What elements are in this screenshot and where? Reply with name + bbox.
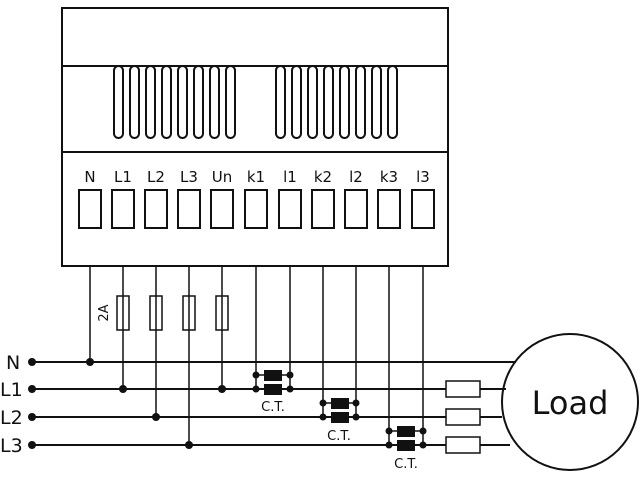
ct1-l-bottom-dot (286, 385, 294, 393)
ct2-core-bottom (331, 412, 349, 423)
vent-slot (323, 65, 334, 139)
load-label: Load (532, 384, 609, 422)
l1-junction-dot (119, 385, 127, 393)
ct3-l-bottom-dot (419, 441, 427, 449)
load-circle (501, 333, 639, 471)
vent-slot (161, 65, 172, 139)
vent-slot (209, 65, 220, 139)
ct3-label: C.T. (394, 457, 418, 472)
vent-slot (275, 65, 286, 139)
vent-slot (225, 65, 236, 139)
terminal-screw-box (278, 189, 302, 229)
l2-junction-dot (152, 413, 160, 421)
ct2-label: C.T. (327, 429, 351, 444)
line-n-terminal-dot (28, 358, 36, 366)
terminal-label-un: Un (212, 168, 233, 186)
line-label-l1: L1 (0, 379, 23, 401)
vent-slot (339, 65, 350, 139)
terminal-label-l2-current: l2 (349, 168, 363, 186)
terminal-label-n: N (84, 168, 95, 186)
ct2-core-top (331, 398, 349, 409)
vent-slot (129, 65, 140, 139)
vent-slot (193, 65, 204, 139)
ct2-k-bottom-dot (319, 413, 327, 421)
load-resistor-l3 (445, 436, 481, 454)
terminal-screw-box (210, 189, 234, 229)
ct3-k-bottom-dot (385, 441, 393, 449)
ct3-core-top (397, 426, 415, 437)
terminal-screw-box (177, 189, 201, 229)
terminal-label-l3: L3 (180, 168, 198, 186)
load-group: Load (445, 333, 639, 471)
vent-slot (177, 65, 188, 139)
ct1-core-bottom (264, 384, 282, 395)
line-label-l2: L2 (0, 407, 23, 429)
ct1-k-bottom-dot (252, 385, 260, 393)
vent-slot (145, 65, 156, 139)
ct1-core-top (264, 370, 282, 381)
phase-lines: N L1 L2 L3 (0, 352, 516, 457)
load-resistor-l1 (445, 380, 481, 398)
terminal-label-l3-current: l3 (416, 168, 430, 186)
line-l2-terminal-dot (28, 413, 36, 421)
vent-slot (291, 65, 302, 139)
ct3-core-bottom (397, 440, 415, 451)
load-resistor-l2 (445, 408, 481, 426)
terminal-screw-box (144, 189, 168, 229)
vent-slot (307, 65, 318, 139)
terminal-screw-box (311, 189, 335, 229)
fuse-l3 (182, 295, 196, 331)
fuse-rating-label: 2A (97, 304, 112, 321)
l3-junction-dot (185, 441, 193, 449)
vent-slot (355, 65, 366, 139)
line-l3-terminal-dot (28, 441, 36, 449)
terminal-label-l1: L1 (114, 168, 132, 186)
ct1-label: C.T. (261, 400, 285, 415)
terminal-label-k1: k1 (247, 168, 265, 186)
terminal-screw-box (344, 189, 368, 229)
n-junction-dot (86, 358, 94, 366)
vent-slot (371, 65, 382, 139)
fuse-un (215, 295, 229, 331)
vent-slot (113, 65, 124, 139)
line-l1-terminal-dot (28, 385, 36, 393)
fuse-l1 (116, 295, 130, 331)
ct-connections: C.T. C.T. C.T. (252, 266, 427, 472)
terminal-screw-box (78, 189, 102, 229)
ct2-l-bottom-dot (352, 413, 360, 421)
terminal-label-l1-current: l1 (283, 168, 297, 186)
terminal-screw-box (111, 189, 135, 229)
terminal-screw-box (244, 189, 268, 229)
terminal-block: N L1 L2 L3 Un k1 l1 k2 l2 k3 l3 (78, 168, 435, 229)
terminal-label-k3: k3 (380, 168, 398, 186)
terminal-screw-box (411, 189, 435, 229)
meter-housing (61, 7, 449, 267)
line-label-l3: L3 (0, 435, 23, 457)
terminal-screw-box (377, 189, 401, 229)
terminal-label-l2: L2 (147, 168, 165, 186)
un-junction-dot (218, 385, 226, 393)
ventilation-slots (113, 65, 398, 139)
terminal-label-k2: k2 (314, 168, 332, 186)
line-label-n: N (6, 352, 20, 374)
fuse-l2 (149, 295, 163, 331)
meter-body (61, 7, 449, 267)
vent-slot (387, 65, 398, 139)
voltage-connections: 2A (86, 266, 229, 449)
